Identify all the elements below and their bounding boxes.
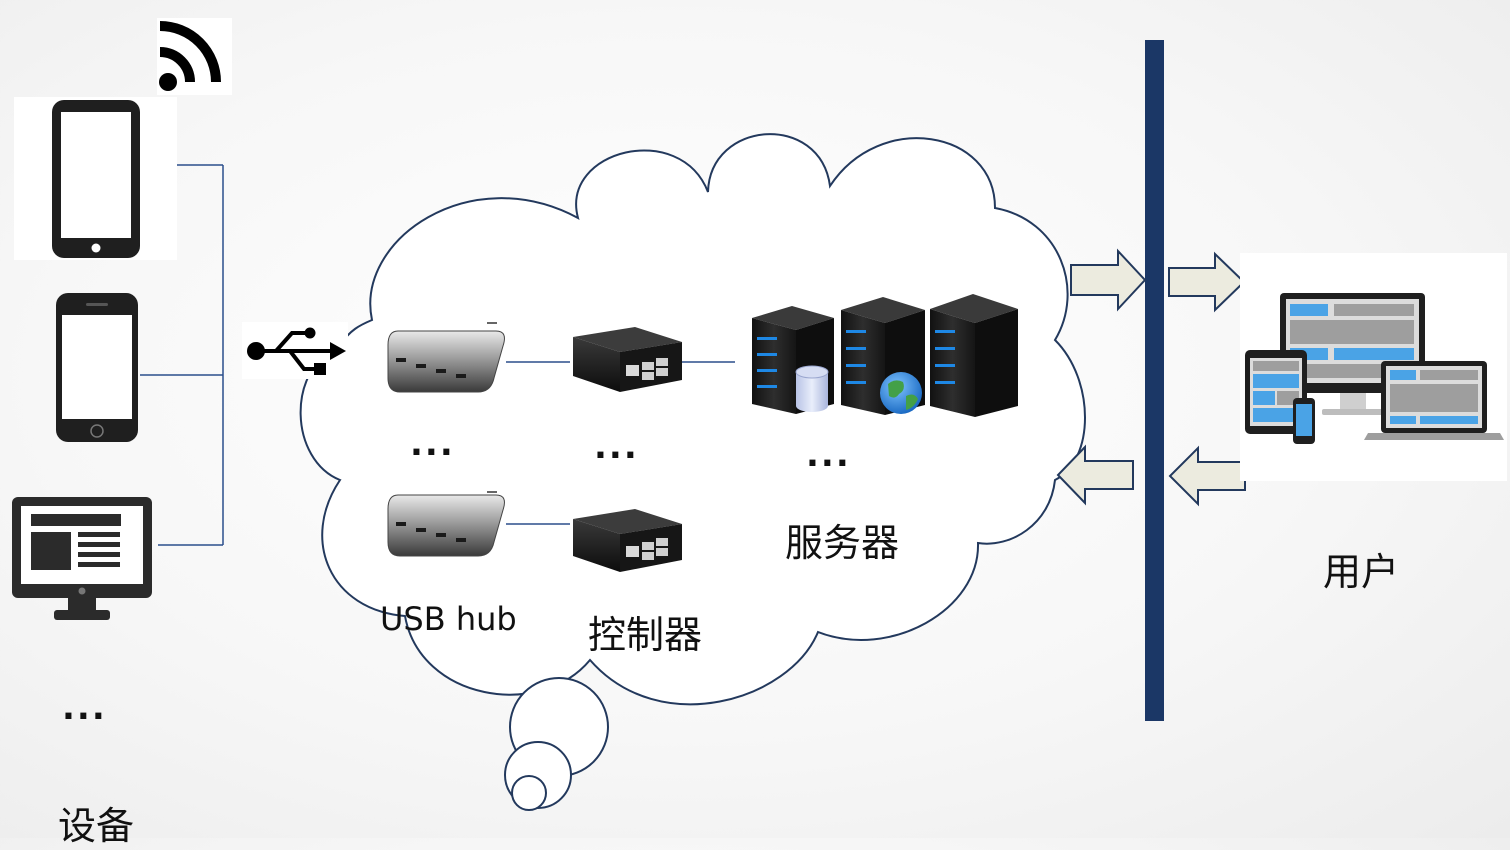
controller-box-icon (573, 327, 682, 392)
server-label: 服务器 (785, 521, 900, 565)
firewall-bar (1145, 40, 1164, 721)
ellipsis-server: ... (806, 435, 851, 475)
arrow-icon (1168, 251, 1246, 313)
monitor-icon (12, 497, 152, 620)
arrow-icon (1056, 444, 1134, 506)
ellipsis-controller: ... (594, 427, 639, 467)
wifi-icon (157, 18, 232, 95)
cloud-connection-lines (506, 361, 735, 525)
ellipsis-hub: ... (410, 424, 455, 464)
controller-label: 控制器 (588, 613, 703, 657)
database-icon (795, 365, 829, 412)
server-rack-icon (930, 294, 1018, 417)
usb-hub-icon (387, 491, 505, 557)
arrow-icon (1168, 445, 1246, 507)
globe-icon (880, 372, 922, 414)
cloud-shape (299, 133, 1086, 811)
usb-icon (242, 322, 348, 379)
user-label: 用户 (1323, 550, 1400, 594)
devices-label: 设备 (58, 804, 135, 848)
responsive-devices-icon (1240, 253, 1507, 481)
arrow-icon (1070, 248, 1147, 312)
usb-hub-label: USB hub (380, 600, 517, 638)
phone-icon (56, 293, 138, 442)
usb-hub-icon (387, 322, 505, 393)
ellipsis-device: ... (62, 688, 107, 728)
tablet-icon (14, 97, 177, 260)
controller-box-icon (573, 509, 682, 572)
